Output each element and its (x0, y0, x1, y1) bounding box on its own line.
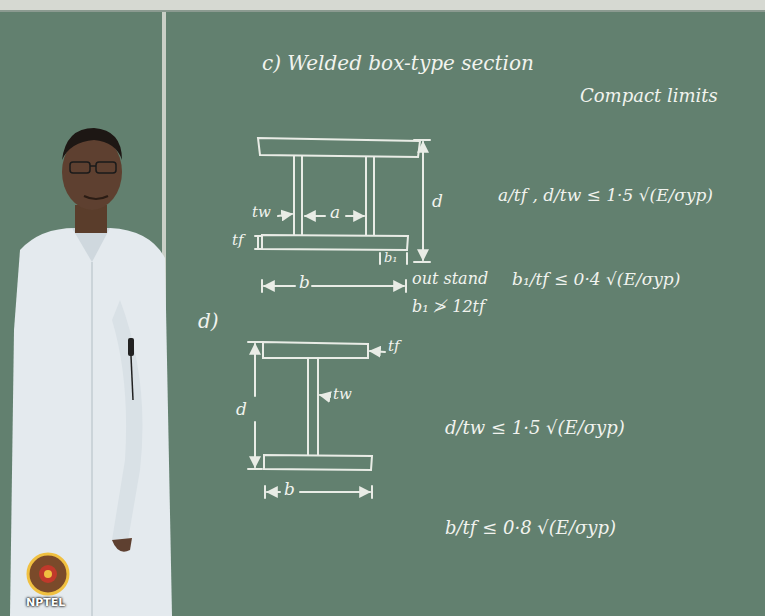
dimension-label: tw (252, 204, 271, 221)
dimension-label: tf (388, 338, 400, 355)
side-heading: Compact limits (580, 86, 718, 107)
limit-note: b₁ ≯ 12tf (412, 298, 485, 316)
note-label: out stand (412, 270, 488, 288)
compact-limit-formula: d/tw ≤ 1·5 √(E/σyp) (445, 418, 625, 439)
compact-limit-formula: a/tf , d/tw ≤ 1·5 √(E/σyp) (498, 186, 713, 206)
board-edge (0, 10, 765, 12)
dimension-label: b (284, 480, 295, 500)
wall-strip (0, 0, 765, 10)
box-section-sketch (255, 138, 430, 292)
i-section-sketch (248, 342, 385, 498)
lecturer-figure (10, 128, 172, 616)
section-heading: d) (198, 310, 219, 333)
section-heading: c) Welded box-type section (262, 52, 534, 75)
compact-limit-formula: b₁/tf ≤ 0·4 √(E/σyp) (512, 270, 680, 290)
dimension-label: b₁ (384, 251, 398, 266)
dimension-label: d (432, 192, 443, 212)
dimension-label: tf (232, 232, 244, 249)
compact-limit-formula: b/tf ≤ 0·8 √(E/σyp) (445, 518, 616, 539)
dimension-label: b (299, 273, 310, 293)
nptel-logo (28, 554, 68, 594)
dimension-label: d (236, 400, 247, 420)
watermark-logo-text: NPTEL (26, 597, 65, 610)
dimension-label: a (330, 203, 340, 223)
dimension-label: tw (333, 386, 352, 403)
